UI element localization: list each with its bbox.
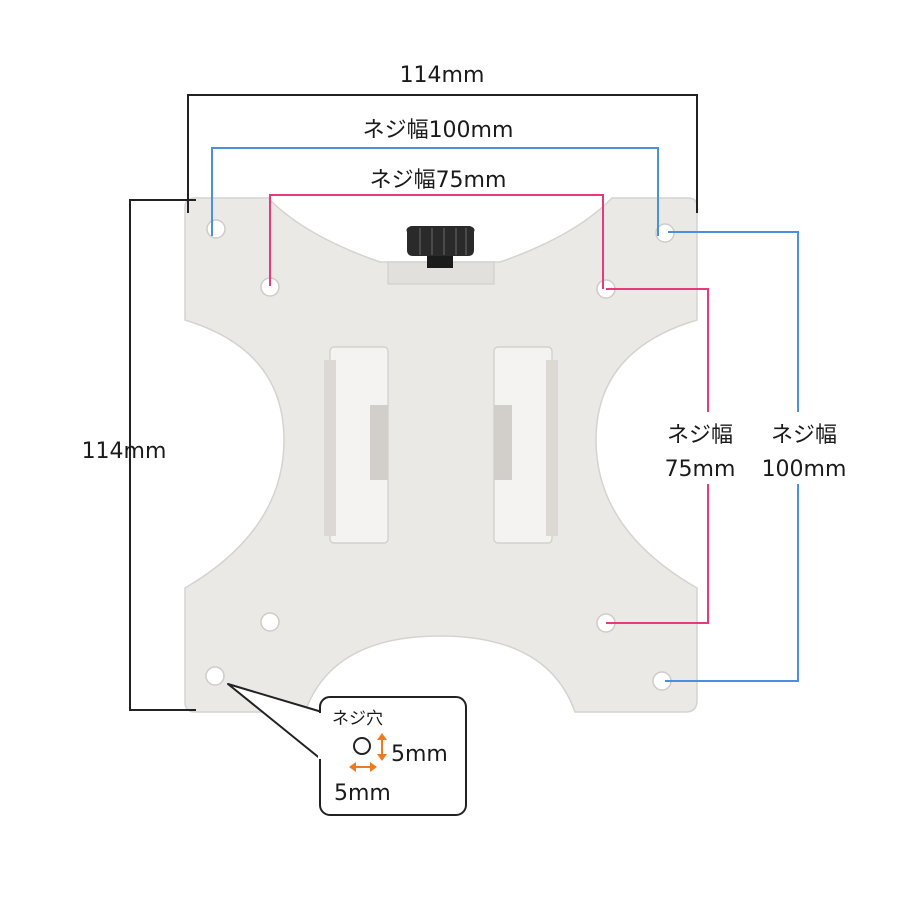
right-pitch-100-label-line2: 100mm xyxy=(762,457,847,482)
right-slide-rail xyxy=(493,346,558,544)
left-height-label: 114mm xyxy=(82,439,167,464)
adjustment-knob xyxy=(387,226,495,285)
top-pitch-75-line xyxy=(269,194,604,289)
left-slide-rail xyxy=(324,346,389,544)
top-pitch-75-label: ネジ幅75mm xyxy=(370,168,507,193)
right-pitch-75-label-line2: 75mm xyxy=(665,457,736,482)
right-pitch-75-label: ネジ幅 75mm xyxy=(652,412,746,484)
vertical-arrow-icon xyxy=(377,733,387,761)
screw-hole xyxy=(205,666,225,686)
callout-horizontal-size: 5mm xyxy=(334,781,391,806)
top-width-line xyxy=(187,94,698,213)
overall-dimension-lines xyxy=(129,94,698,711)
right-pitch-100-label-line1: ネジ幅 xyxy=(771,423,837,448)
top-width-label: 114mm xyxy=(400,63,485,88)
top-pitch-100-label: ネジ幅100mm xyxy=(363,118,514,143)
horizontal-arrow-icon xyxy=(349,762,377,772)
right-pitch-75-label-line1: ネジ幅 xyxy=(667,423,733,448)
callout-title: ネジ穴 xyxy=(332,709,383,729)
screw-hole-icon xyxy=(353,737,371,755)
screw-hole xyxy=(260,612,280,632)
left-height-line xyxy=(129,199,196,711)
plate-body xyxy=(184,197,698,713)
mounting-plate xyxy=(184,197,698,713)
screw-holes xyxy=(205,219,675,691)
top-pitch-100-line xyxy=(211,147,659,236)
right-pitch-100-label: ネジ幅 100mm xyxy=(752,412,852,484)
screw-hole xyxy=(206,219,226,239)
screw-hole-callout: ネジ穴 5mm 5mm xyxy=(227,683,467,816)
callout-vertical-size: 5mm xyxy=(391,742,448,767)
